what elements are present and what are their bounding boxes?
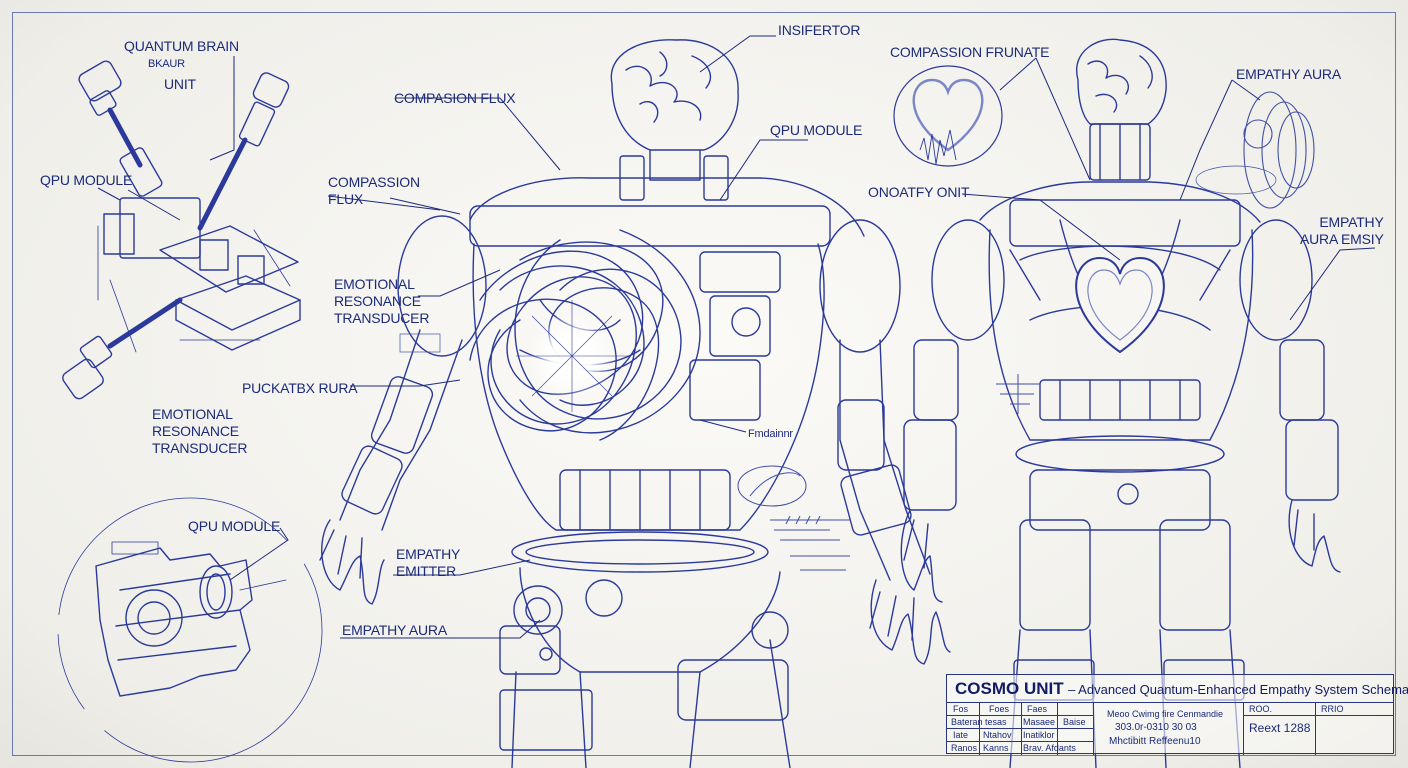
tb-cell: Faes: [1027, 704, 1048, 714]
robot-center: [319, 39, 951, 768]
tb-cell: Ntahov: [983, 730, 1012, 740]
label-qpu-module-left-bottom: QPU MODULE: [188, 518, 281, 534]
label-bkaur: BKAUR: [148, 58, 185, 70]
tb-rev-head: ROO.: [1249, 704, 1273, 714]
title-block-rule: [1243, 702, 1244, 755]
tb-cell: Inatiklor: [1023, 730, 1055, 740]
quantum-core-rays: [516, 300, 628, 412]
aura-emitter-sketch: [399, 333, 1040, 571]
empathy-aura-rings: [1195, 91, 1315, 209]
label-empathy-aura-emsiy: EMPATHY AURA EMSIY: [1300, 214, 1384, 247]
tb-cell: Kanns: [983, 743, 1009, 753]
label-emotional-center: EMOTIONAL RESONANCE TRANSDUCER: [334, 276, 430, 326]
qpu-exploded-left: [62, 60, 301, 400]
tb-rev-value: Reext 1288: [1249, 721, 1311, 735]
label-compassion-fruntate: COMPASSION FRUNATE: [890, 44, 1050, 60]
tb-center-line: Mhctibitt Reffeenu10: [1109, 736, 1201, 747]
label-compasion-flux: COMPASION FLUX: [394, 90, 516, 106]
title-block-title: COSMO UNIT: [955, 679, 1064, 698]
title-block-rule: [1093, 702, 1094, 755]
tb-cell: tesas: [985, 717, 1007, 727]
label-unit: UNIT: [164, 76, 196, 92]
robot-right: [900, 38, 1341, 768]
title-block-rule: [947, 741, 1093, 742]
label-emotional-left: EMOTIONAL RESONANCE TRANSDUCER: [152, 406, 248, 456]
title-block-rule: [947, 715, 1093, 716]
label-qpu-module-center: QPU MODULE: [770, 122, 863, 138]
heart-hologram: [893, 65, 1003, 167]
tb-cell: Ranos: [951, 743, 978, 753]
sheet-border: [12, 12, 1396, 756]
callout-leaders: [97, 35, 1376, 639]
qpu-module-bottom-left: [57, 497, 323, 763]
tb-center-line: Meoo Cwimg fire Cenmandie: [1107, 709, 1224, 719]
title-block-rule: [979, 702, 980, 755]
tb-cell: Fos: [953, 704, 969, 714]
title-block-rule: [1057, 702, 1058, 755]
tb-cell: Bateran: [951, 717, 983, 727]
tb-rio: RRIO: [1321, 704, 1344, 714]
robot-heart: [1075, 256, 1165, 354]
title-block-rule: [947, 702, 1393, 703]
title-block-heading: COSMO UNIT – Advanced Quantum-Enhanced E…: [955, 679, 1408, 699]
label-onoatfy-onit: ONOATFY ONIT: [868, 184, 970, 200]
label-fmdainnr: Fmdainnr: [748, 428, 793, 440]
tb-cell: Masaee: [1023, 717, 1056, 727]
label-empathy-aura-center: EMPATHY AURA: [342, 622, 447, 638]
label-compassion-flux-2: COMPASSION FLUX: [328, 174, 420, 207]
tb-center-line: 303.0r-0310 30 03: [1115, 722, 1197, 733]
tb-cell: Brav. Afdants: [1023, 743, 1076, 753]
title-block-rule: [1315, 702, 1316, 755]
title-block-rule: [947, 728, 1093, 729]
label-insifertor: INSIFERTOR: [778, 22, 861, 38]
label-empathy-aura-right: EMPATHY AURA: [1236, 66, 1341, 82]
title-block-rule: [1021, 702, 1022, 755]
title-block-subtitle: – Advanced Quantum-Enhanced Empathy Syst…: [1068, 682, 1408, 697]
label-quantum-brain: QUANTUM BRAIN: [124, 38, 239, 54]
label-empathy-emitter: EMPATHY EMITTER: [396, 546, 461, 579]
tb-cell: Baise: [1063, 717, 1086, 727]
title-block: COSMO UNIT – Advanced Quantum-Enhanced E…: [946, 674, 1408, 755]
tb-cell: Foes: [989, 704, 1010, 714]
title-block-rule: [1243, 715, 1393, 716]
tb-cell: Iate: [953, 730, 969, 740]
label-qpu-module-left-top: QPU MODULE: [40, 172, 133, 188]
label-puckatbx-rura: PUCKATBX RURA: [242, 380, 358, 396]
